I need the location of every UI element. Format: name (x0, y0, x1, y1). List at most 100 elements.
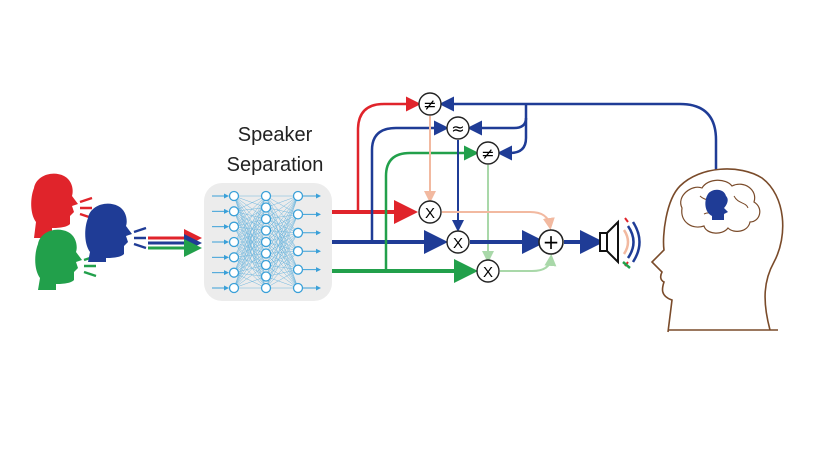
network-edge (265, 195, 299, 289)
network-edge (265, 230, 299, 289)
network-edge (265, 195, 299, 254)
approx-operator-blue: ≈ (446, 116, 470, 140)
network-edge (265, 232, 299, 243)
network-node (228, 267, 240, 278)
network-edge (265, 195, 299, 243)
network-edge (233, 211, 267, 231)
network-edge (265, 232, 299, 289)
network-node (228, 252, 240, 263)
svg-text:X: X (483, 264, 493, 281)
listener-head-icon (650, 168, 784, 333)
network-edge (233, 195, 267, 212)
network-edge (233, 207, 267, 273)
multiply-operator-blue: X (446, 230, 470, 254)
sum-operator: + (538, 229, 564, 255)
network-node (260, 225, 272, 236)
network-node (292, 227, 304, 238)
network-node (292, 209, 304, 220)
network-edge (265, 195, 299, 231)
svg-text:+: + (543, 230, 560, 254)
network-edge (265, 218, 299, 270)
network-edge (265, 195, 299, 266)
network-edge (233, 207, 267, 258)
network-edge (233, 241, 267, 289)
network-edge (233, 195, 267, 227)
svg-text:≠: ≠ (481, 144, 494, 163)
network-edge (233, 257, 267, 266)
input-arrows (148, 229, 202, 257)
loudspeaker-icon (599, 217, 641, 269)
network-node (228, 221, 240, 232)
neural-network-icon (204, 183, 332, 301)
network-edge (265, 207, 299, 252)
network-edge (233, 230, 267, 289)
network-edge (233, 241, 267, 273)
network-node (292, 190, 304, 202)
network-edge (265, 218, 299, 234)
network-edge (265, 214, 299, 254)
network-edge (233, 241, 267, 258)
network-edge (265, 195, 299, 277)
network-edge (265, 195, 299, 208)
network-edge (233, 257, 267, 289)
not-equal-operator-green: ≠ (476, 141, 500, 165)
network-node (260, 236, 272, 248)
svg-text:≠: ≠ (423, 95, 436, 114)
multiply-operator-red: X (418, 200, 442, 224)
red-speaker-head-icon (31, 173, 93, 238)
network-edge (233, 264, 267, 289)
brain-icon (680, 179, 761, 234)
attention-feedback (439, 96, 718, 170)
network-node (260, 248, 272, 259)
network-edge (233, 218, 267, 243)
network-edge (265, 253, 299, 289)
network-edge (233, 230, 267, 243)
title-speaker: Speaker (237, 124, 313, 146)
network-edge (265, 214, 299, 231)
network-edge (265, 218, 299, 252)
network-edge (233, 276, 267, 289)
network-edge (233, 195, 267, 273)
network-node (228, 282, 240, 294)
network-edge (233, 230, 267, 258)
network-edge (265, 214, 299, 289)
network-node (260, 213, 272, 225)
svg-text:≈: ≈ (451, 119, 464, 138)
network-edge (233, 226, 267, 231)
network-edge (265, 269, 299, 289)
network-edge (265, 230, 299, 234)
not-equal-operator-red: ≠ (418, 92, 442, 116)
network-edge (233, 211, 267, 220)
network-edge (233, 264, 267, 273)
network-edge (265, 232, 299, 254)
network-edge (265, 230, 299, 270)
network-edge (233, 253, 267, 258)
network-edge (233, 218, 267, 273)
mix-links (442, 211, 604, 272)
network-edge (265, 195, 299, 220)
network-edge (233, 218, 267, 258)
multiply-operator-green: X (476, 259, 500, 283)
title-separation: Separation (226, 154, 324, 176)
network-edge (265, 232, 299, 266)
network-node (260, 190, 272, 202)
network-edge (233, 253, 267, 273)
svg-text:X: X (453, 235, 463, 252)
blue-speaker-head-icon (85, 203, 147, 262)
network-edge (233, 253, 267, 289)
network-edge (233, 218, 267, 289)
network-edge (265, 232, 299, 277)
network-edge (265, 214, 299, 277)
network-node (292, 282, 304, 294)
network-edge (233, 195, 267, 258)
network-edge (265, 207, 299, 215)
network-edge (265, 214, 299, 266)
network-node (292, 246, 304, 257)
network-edge (233, 195, 267, 231)
network-edge (265, 214, 299, 220)
network-node (228, 236, 240, 248)
network-edge (233, 207, 267, 289)
network-node (260, 271, 272, 282)
network-edge (265, 207, 299, 270)
network-edge (265, 251, 299, 289)
